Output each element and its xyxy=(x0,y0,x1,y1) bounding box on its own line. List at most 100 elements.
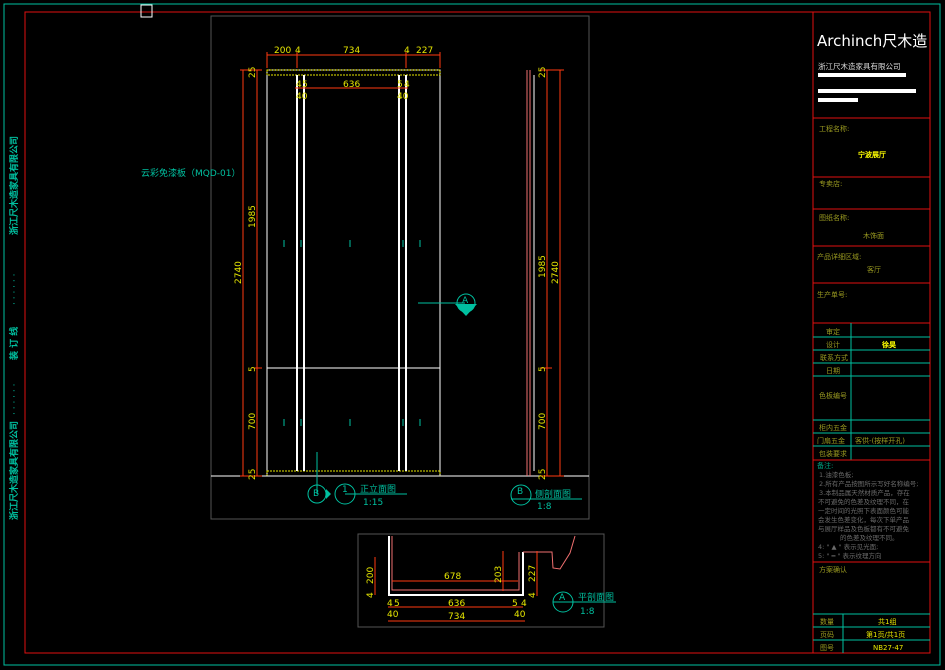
remark-line: 不可避免的色差及纹理不同，在 xyxy=(818,497,910,506)
page-value: 第1页/共1页 xyxy=(866,630,905,639)
dim-text: 5 xyxy=(397,80,403,90)
door-hardware-value: 客供-(按样开孔) xyxy=(855,436,905,445)
remark-line: 一定时间的光照下表面颜色可能 xyxy=(818,506,910,515)
dim-text: 25 xyxy=(538,469,548,480)
drawing-no-value: NB27-47 xyxy=(873,644,903,652)
company-text-bottom: 浙江尺木造家具有限公司 xyxy=(8,421,20,520)
dim-text: 734 xyxy=(343,46,360,56)
remark-line: 与展厅样品及色板都有不可避免 xyxy=(818,524,910,533)
dim-text: 25 xyxy=(538,67,548,78)
side-section-title: 侧剖面图 xyxy=(535,488,571,500)
quantity-value: 共1组 xyxy=(878,617,896,626)
dim-text: 636 xyxy=(343,80,360,90)
area-label: 产品详细区域: xyxy=(817,252,861,261)
plan-section-marker: A xyxy=(559,593,566,603)
dim-text: 4 xyxy=(404,46,410,56)
row-label: 色板编号 xyxy=(819,391,847,400)
cursor-box[interactable] xyxy=(140,4,153,18)
outer-frame xyxy=(3,3,941,666)
view-title: 正立面图 xyxy=(360,483,396,495)
dim-text: 25 xyxy=(248,67,258,78)
dim-text: 4 xyxy=(295,46,301,56)
row-label: 设计 xyxy=(826,340,840,349)
dim-text: 200 xyxy=(366,567,376,584)
binding-strip: 浙江尺木造家具有限公司 · · · · · · 装 订 线 · · · · · … xyxy=(8,136,20,520)
side-section-scale: 1:8 xyxy=(537,502,552,512)
remark-line: 的色差及纹理不同。 xyxy=(840,533,899,542)
view-scale: 1:15 xyxy=(363,498,383,508)
remarks-title: 备注: xyxy=(817,461,833,470)
dim-text: 40 xyxy=(296,92,308,102)
project-value: 宁波展厅 xyxy=(858,150,886,159)
drawing-label: 图纸名称: xyxy=(819,213,849,222)
binding-line-text: 装 订 线 xyxy=(8,327,20,361)
remark-line: 4: " ▲ " 表示见光面; xyxy=(818,542,878,551)
title-block: Archinch尺木造 浙江尺木造家具有限公司 工程名称: 宁波展厅 专卖店: … xyxy=(812,12,930,653)
plan-section-scale: 1:8 xyxy=(580,607,595,617)
dim-text: 203 xyxy=(494,566,504,583)
dim-text: 227 xyxy=(416,46,433,56)
remark-line: 2.所有产品按图所示写好名称编号; xyxy=(819,479,918,488)
dim-text: 2740 xyxy=(551,261,561,284)
row-label: 门扇五金 xyxy=(817,436,845,445)
quantity-label: 数量 xyxy=(820,617,834,626)
side-section: 1985 2740 5 700 25 25 B 侧剖面图 1:8 xyxy=(510,67,582,512)
brand-logo: Archinch尺木造 xyxy=(817,32,927,50)
dim-text: 200 xyxy=(274,46,291,56)
dim-text: 636 xyxy=(448,599,465,609)
row-label: 包装要求 xyxy=(819,449,847,458)
dim-text: 25 xyxy=(248,469,258,480)
row-label: 审定 xyxy=(826,327,840,336)
remark-line: 3.本制品属天然材质产品，存在 xyxy=(819,488,910,497)
plan-section-title: 平剖面图 xyxy=(578,591,614,603)
store-label: 专卖店: xyxy=(819,179,842,188)
view-number: 1 xyxy=(342,485,348,495)
dim-text: 4 xyxy=(366,592,376,598)
dim-text: 678 xyxy=(444,572,461,582)
dim-text: 5 xyxy=(538,366,548,372)
section-marker-b[interactable]: B xyxy=(313,489,319,499)
dots-top: · · · · · · xyxy=(10,274,20,305)
row-label: 日期 xyxy=(826,367,840,375)
order-label: 生产单号: xyxy=(817,290,847,299)
section-marker-a[interactable]: A xyxy=(462,296,469,306)
plan-section: 200 4 678 203 227 4 4 5 636 5 4 40 40 73… xyxy=(366,535,616,622)
dim-text: 1985 xyxy=(248,205,258,228)
dim-text: 4 xyxy=(528,592,538,598)
dim-text: 40 xyxy=(387,610,399,620)
dim-text: 2740 xyxy=(234,261,244,284)
dim-text: 700 xyxy=(538,413,548,430)
designer-value: 徐昊 xyxy=(881,340,896,349)
dim-text: 5 xyxy=(302,80,308,90)
dim-text: 227 xyxy=(528,565,538,582)
material-label: 云彩免漆板（MQD-01） xyxy=(141,167,240,179)
dim-text: 5 xyxy=(394,599,400,609)
page-label: 页码 xyxy=(820,631,834,639)
dim-text: 40 xyxy=(397,92,409,102)
dim-text: 4 xyxy=(404,80,410,90)
company-name: 浙江尺木造家具有限公司 xyxy=(818,61,901,71)
top-hatch xyxy=(266,69,441,76)
row-label: 联系方式 xyxy=(820,353,848,362)
dim-text: 734 xyxy=(448,612,465,622)
drawing-value: 木饰面 xyxy=(863,231,884,240)
dots-bottom: · · · · · · xyxy=(10,384,20,415)
row-label: 柜内五金 xyxy=(819,423,847,432)
remark-line: 5: " ━ " 表示纹理方向 xyxy=(818,551,881,560)
front-elevation: 200 4 734 4 227 4 5 636 5 4 40 40 2740 1… xyxy=(211,46,589,508)
dim-text: 4 xyxy=(296,80,302,90)
remark-line: 会发生色差变化，每次下单产品 xyxy=(818,515,909,524)
dim-text: 4 xyxy=(521,599,527,609)
dim-text: 1985 xyxy=(538,255,548,278)
side-section-marker: B xyxy=(517,487,523,497)
viewport-elevation[interactable] xyxy=(210,15,590,520)
drawing-no-label: 图号 xyxy=(820,644,834,652)
viewport-plan[interactable] xyxy=(357,533,605,628)
dim-text: 5 xyxy=(512,599,518,609)
project-label: 工程名称: xyxy=(819,124,849,133)
remark-line: 1.油漆色板; xyxy=(819,470,853,479)
dim-text: 40 xyxy=(514,610,526,620)
confirm-label: 方案确认 xyxy=(819,565,847,574)
area-value: 客厅 xyxy=(867,265,881,274)
